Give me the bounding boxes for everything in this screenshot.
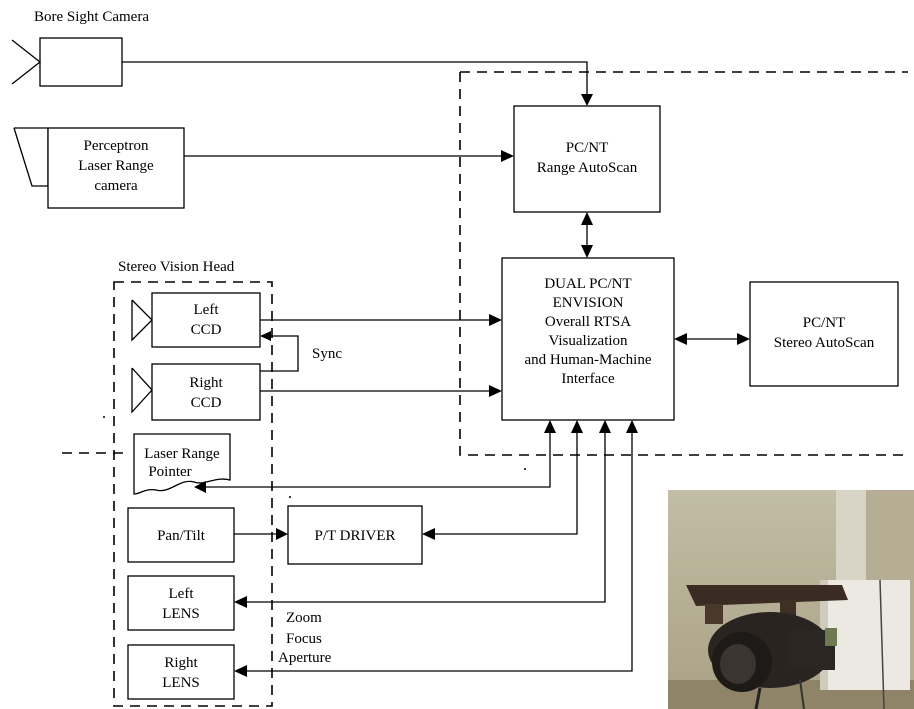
bore-sight-to-range-arrow [122,62,593,106]
stereo-autoscan-label-1: PC/NT [803,315,846,331]
range-autoscan-label-1: PC/NT [566,140,609,156]
aperture-label: Aperture [278,650,332,666]
range-envision-double-arrow [581,212,593,258]
pan-tilt-to-driver-arrow [234,528,288,540]
stereo-vision-head-label: Stereo Vision Head [118,259,235,275]
perceptron-label-1: Perceptron [84,138,149,154]
right-lens-label-1: Right [164,655,198,671]
envision-label-5: and Human-Machine [524,352,651,368]
scan-dot [289,496,291,498]
right-ccd-box: Right CCD [132,364,260,420]
perceptron-label-2: Laser Range [78,158,154,174]
stereo-autoscan-box: PC/NT Stereo AutoScan [750,282,898,386]
right-lens-label-2: LENS [162,675,200,691]
focus-label: Focus [286,631,322,647]
left-ccd-to-envision-arrow [260,314,502,326]
stereo-camera-photo [668,490,914,709]
right-ccd-label-1: Right [189,375,223,391]
envision-stereo-double-arrow [674,333,750,345]
pt-driver-box: P/T DRIVER [288,506,422,564]
laser-range-pointer-box: Laser Range Pointer [134,434,230,494]
sync-connector [260,331,298,371]
pan-tilt-label: Pan/Tilt [157,528,206,544]
perceptron-to-range-arrow [184,150,514,162]
scan-dot [103,416,105,418]
left-ccd-box: Left CCD [132,293,260,347]
envision-label-1: DUAL PC/NT [544,276,631,292]
right-lens-box: Right LENS [128,645,234,699]
pan-tilt-box: Pan/Tilt [128,508,234,562]
envision-label-6: Interface [561,371,615,387]
envision-to-laser-pointer-arrow [194,420,556,493]
envision-label-2: ENVISION [553,295,624,311]
scan-dot [524,468,526,470]
laser-pointer-label-2: Pointer [148,464,191,480]
pt-driver-label: P/T DRIVER [315,528,396,544]
range-autoscan-label-2: Range AutoScan [537,160,638,176]
left-lens-box: Left LENS [128,576,234,630]
right-ccd-label-2: CCD [191,395,222,411]
envision-pt-driver-arrow [422,420,583,540]
envision-box: DUAL PC/NT ENVISION Overall RTSA Visuali… [502,258,674,420]
sync-label: Sync [312,346,342,362]
bore-sight-camera-icon [12,38,122,86]
range-autoscan-box: PC/NT Range AutoScan [514,106,660,212]
perceptron-label-3: camera [94,178,138,194]
envision-label-4: Visualization [548,333,628,349]
zoom-label: Zoom [286,610,322,626]
bore-sight-camera-label: Bore Sight Camera [34,9,149,25]
perceptron-camera: Perceptron Laser Range camera [14,128,184,208]
left-lens-label-2: LENS [162,606,200,622]
left-ccd-label-2: CCD [191,322,222,338]
left-ccd-label-1: Left [194,302,220,318]
right-ccd-to-envision-arrow [260,385,502,397]
laser-pointer-label-1: Laser Range [144,446,220,462]
stereo-autoscan-label-2: Stereo AutoScan [774,335,875,351]
envision-label-3: Overall RTSA [545,314,631,330]
left-lens-label-1: Left [169,586,195,602]
